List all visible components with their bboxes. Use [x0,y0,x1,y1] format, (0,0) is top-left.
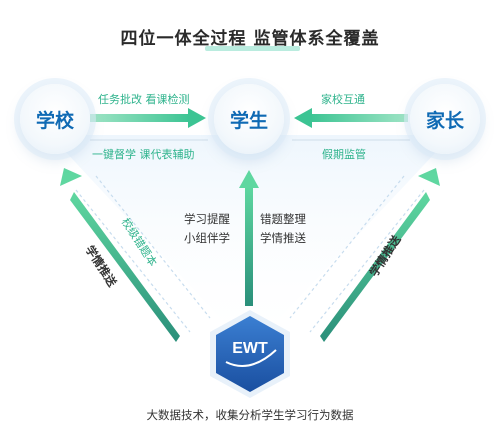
label-center-left-2: 小组伴学 [184,231,230,245]
arrow-school-to-student [90,108,206,128]
label-parent-student-bottom: 假期监管 [322,148,366,161]
title-underline [205,46,300,51]
logo-text: EWT [232,340,268,357]
arrow-right-diagonal [289,168,440,342]
node-student-label: 学生 [229,109,268,132]
ewt-logo-hexagon [210,310,290,398]
page-title: 四位一体全过程 监管体系全覆盖 [0,24,500,51]
label-school-student-bottom: 一键督学 课代表辅助 [92,148,195,161]
arrow-parent-to-student [294,108,408,128]
arrow-center-up [239,170,259,306]
label-center-left-1: 学习提醒 [184,212,230,226]
node-school: 学校 [20,84,90,154]
label-school-student-top: 任务批改 看课检测 [98,93,190,106]
node-school-label: 学校 [35,109,74,132]
node-parent-label: 家长 [425,109,464,132]
label-center-right-1: 错题整理 [260,212,306,226]
node-parent: 家长 [410,84,480,154]
node-student: 学生 [214,84,284,154]
label-parent-student-top: 家校互通 [321,93,365,106]
footer-caption: 大数据技术，收集分析学生学习行为数据 [146,408,354,422]
arrow-left-diagonal [60,168,211,342]
label-center-right-2: 学情推送 [260,231,306,245]
title-text: 四位一体全过程 监管体系全覆盖 [120,29,380,49]
